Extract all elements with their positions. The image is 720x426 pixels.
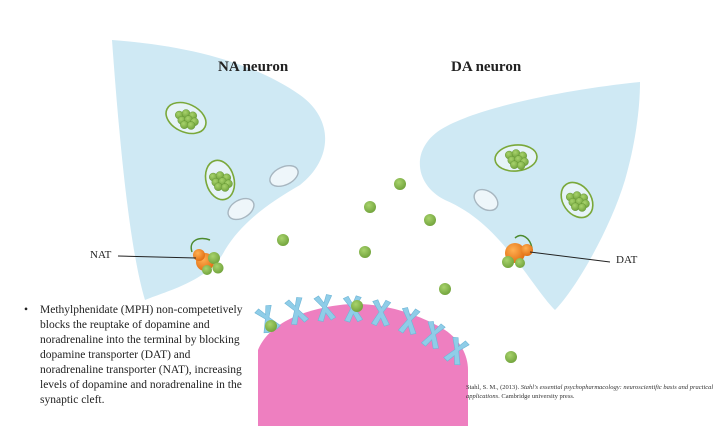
empty-vesicle <box>227 197 255 221</box>
empty-vesicle <box>473 188 499 212</box>
description-bullet: • Methylphenidate (MPH) non-competetivel… <box>24 303 254 408</box>
receptor-row <box>254 294 470 366</box>
receptor <box>420 321 446 349</box>
receptor <box>284 297 310 325</box>
dat-label: DAT <box>616 254 638 266</box>
free-molecule <box>265 320 277 332</box>
citation-title: Stahl's essential psychopharmacology: ne… <box>466 384 714 400</box>
free-molecule <box>394 178 406 190</box>
receptor <box>443 337 470 366</box>
da-neuron-terminal <box>419 82 640 310</box>
citation-publisher: . Cambridge university press. <box>498 393 575 400</box>
empty-vesicle <box>269 164 299 188</box>
vesicle <box>165 101 207 135</box>
free-molecule <box>351 300 363 312</box>
vesicle <box>560 181 594 219</box>
free-molecule <box>359 246 371 258</box>
citation: Stahl, S. M., (2013). Stahl's essential … <box>466 383 716 401</box>
nat-pointer-line <box>117 255 197 259</box>
dat-pointer-line <box>529 251 611 263</box>
vesicle-molecule <box>186 121 196 130</box>
free-molecule <box>277 234 289 246</box>
dat-transporter <box>502 234 533 268</box>
vesicle-molecule <box>577 203 587 212</box>
vesicle <box>204 159 236 201</box>
receptor <box>313 294 337 322</box>
free-molecule <box>364 201 376 213</box>
vesicle <box>494 144 538 172</box>
receptor <box>370 299 392 327</box>
free-molecule <box>439 283 451 295</box>
bullet-text: Methylphenidate (MPH) non-competetively … <box>40 304 243 406</box>
na-neuron-label: NA neuron <box>218 59 289 75</box>
free-molecule <box>424 214 436 226</box>
bullet-marker: • <box>24 304 29 316</box>
receptor <box>397 307 421 335</box>
free-molecule <box>505 351 517 363</box>
da-neuron-label: DA neuron <box>451 59 522 75</box>
vesicle-molecule <box>516 161 526 170</box>
postsynaptic-neuron <box>258 304 468 426</box>
citation-authors: Stahl, S. M., (2013). <box>466 384 521 391</box>
nat-label: NAT <box>90 249 112 261</box>
vesicle-molecule <box>220 183 230 192</box>
